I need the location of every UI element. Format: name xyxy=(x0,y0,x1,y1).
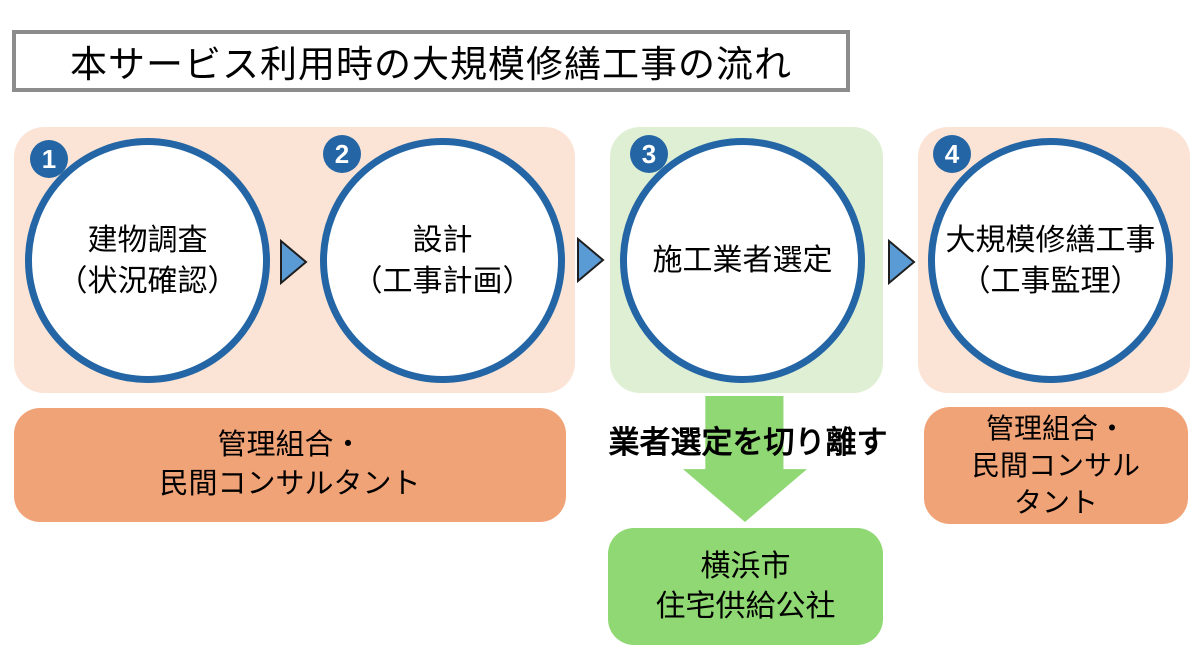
actor-left-line1: 管理組合・ xyxy=(217,429,363,461)
step-circle-1: 建物調査 （状況確認） xyxy=(25,138,270,383)
step-4-label: 大規模修繕工事 （工事監理） xyxy=(946,220,1156,302)
step-3-line1: 施工業者選定 xyxy=(652,244,833,277)
actor-center-line1: 横浜市 xyxy=(700,549,791,583)
actor-center-line2: 住宅供給公社 xyxy=(655,589,836,623)
step-3-label: 施工業者選定 xyxy=(653,240,833,281)
step-2-line2: （工事計画） xyxy=(352,264,533,298)
actor-right-line1: 管理組合・ xyxy=(985,413,1126,444)
step-4-line1: 大規模修繕工事 xyxy=(945,223,1156,257)
flow-right-arrow-icon-1 xyxy=(280,238,308,286)
actor-right-line3: タント xyxy=(1013,487,1098,518)
actor-box-kosha: 横浜市 住宅供給公社 xyxy=(608,528,883,645)
step-1-line1: 建物調査 xyxy=(87,223,208,257)
page-title: 本サービス利用時の大規模修繕工事の流れ xyxy=(70,44,792,85)
actor-box-consultant-2: 管理組合・ 民間コンサル タント xyxy=(924,407,1188,524)
step-2-line1: 設計 xyxy=(412,223,473,257)
step-number-badge-4: 4 xyxy=(933,135,971,173)
step-number-badge-1: 1 xyxy=(30,140,68,178)
step-number-badge-3: 3 xyxy=(630,135,668,173)
actor-left-line2: 民間コンサルタント xyxy=(159,468,421,500)
step-4-line2: （工事監理） xyxy=(960,264,1141,298)
separation-callout-text: 業者選定を切り離す xyxy=(608,425,888,460)
step-1-line2: （状況確認） xyxy=(57,264,238,298)
actor-box-consultant-1: 管理組合・ 民間コンサルタント xyxy=(14,408,566,522)
flow-right-arrow-icon-3 xyxy=(888,238,916,286)
step-circle-2: 設計 （工事計画） xyxy=(320,138,565,383)
step-number-badge-2: 2 xyxy=(323,135,361,173)
title-box: 本サービス利用時の大規模修繕工事の流れ xyxy=(12,30,850,92)
step-circle-4: 大規模修繕工事 （工事監理） xyxy=(928,138,1173,383)
step-2-label: 設計 （工事計画） xyxy=(353,220,533,302)
step-1-label: 建物調査 （状況確認） xyxy=(58,220,238,302)
actor-right-line2: 民間コンサル xyxy=(971,450,1140,481)
step-circle-3: 施工業者選定 xyxy=(620,138,865,383)
flow-right-arrow-icon-2 xyxy=(577,236,605,284)
